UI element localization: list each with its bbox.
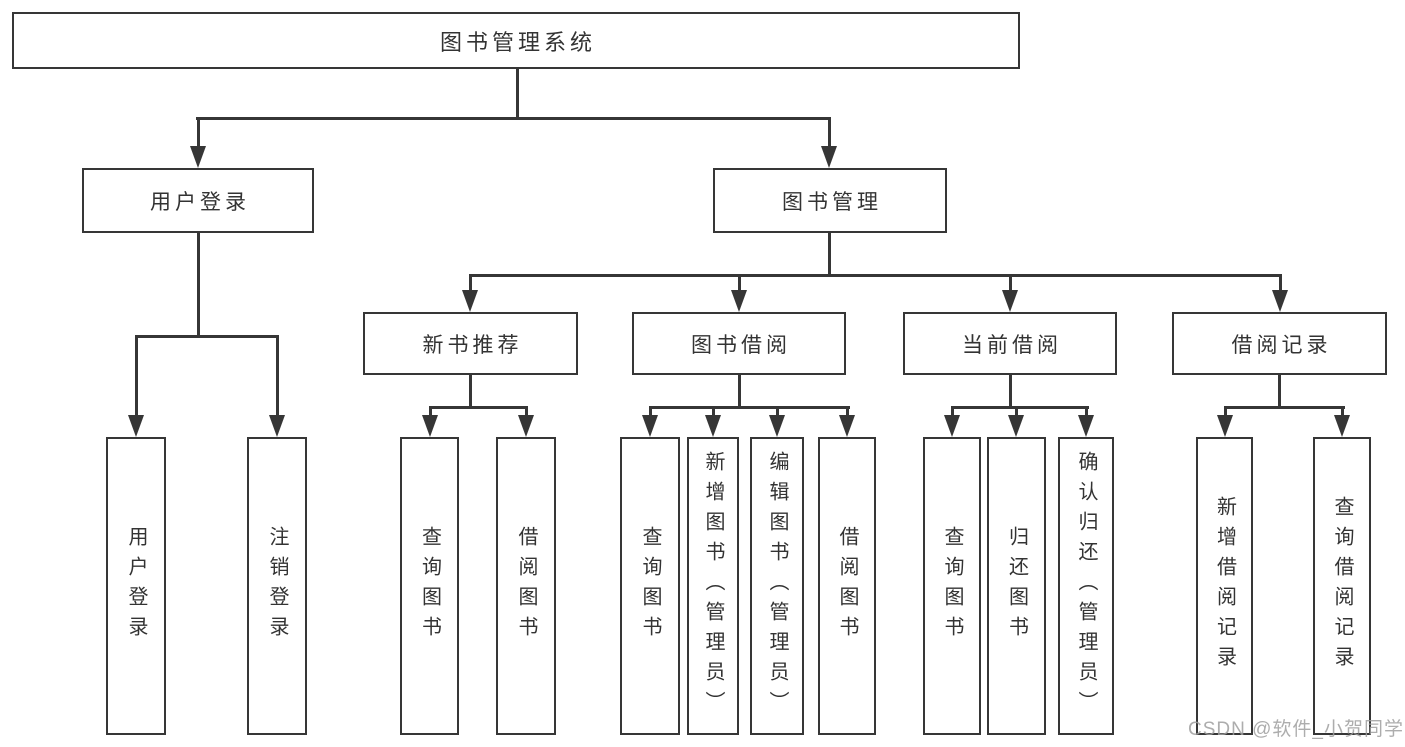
node-return-books: 归还图书 [987,437,1046,735]
node-borrow-books-recommend: 借阅图书 [496,437,556,735]
node-user-login-group: 用户登录 [82,168,314,233]
node-label: 新增图书（管理员） [702,451,724,721]
connector-root-bus [196,117,831,120]
node-label: 图书管理 [782,190,882,214]
node-label: 新书推荐 [422,333,523,357]
connector-arrow-shaft [196,117,200,150]
connector-arrow-shaft [1008,274,1012,294]
node-label: 借阅记录 [1231,333,1332,357]
node-user-login: 用户登录 [106,437,166,735]
node-borrow-books: 借阅图书 [818,437,876,735]
node-add-books-admin: 新增图书（管理员） [687,437,739,735]
node-label: 图书管理系统 [439,29,596,55]
node-edit-books-admin: 编辑图书（管理员） [750,437,804,735]
connector-arrow-shaft [275,335,279,417]
arrow-down-icon [1078,415,1094,437]
node-label: 查询借阅记录 [1331,496,1353,676]
node-label: 用户登录 [150,190,250,214]
node-label: 归还图书 [1005,526,1028,646]
connector-arrow-shaft [775,406,779,418]
connector-arrow-shaft [134,335,138,417]
connector-root-stub [516,68,519,118]
arrow-down-icon [128,415,144,437]
node-label: 借阅图书 [836,526,858,646]
connector-arrow-shaft [1278,274,1282,294]
connector-arrow-shaft [1014,406,1018,418]
node-query-books-current: 查询图书 [923,437,981,735]
arrow-down-icon [1217,415,1233,437]
connector-user-login-stub [196,233,200,337]
arrow-down-icon [1008,415,1024,437]
node-label: 新增借阅记录 [1213,496,1236,676]
connector-arrow-shaft [950,406,954,418]
connector-arrow-shaft [428,406,432,418]
connector-stub [737,375,741,407]
arrow-down-icon [642,415,658,437]
connector-book-mgmt-stub [827,233,831,276]
node-label: 借阅图书 [515,526,537,646]
arrow-down-icon [190,146,206,168]
node-library-management-system: 图书管理系统 [12,12,1020,69]
connector-bus [648,406,850,409]
node-label: 用户登录 [125,526,147,646]
arrow-down-icon [462,290,478,312]
connector-bus [1223,406,1345,409]
node-book-borrowing: 图书借阅 [632,312,846,375]
connector-user-login-bus [134,335,279,338]
arrow-down-icon [821,146,837,168]
connector-arrow-shaft [711,406,715,418]
arrow-down-icon [944,415,960,437]
arrow-down-icon [839,415,855,437]
node-label: 查询图书 [418,526,441,646]
arrow-down-icon [518,415,534,437]
arrow-down-icon [731,290,747,312]
connector-arrow-shaft [524,406,528,418]
connector-book-mgmt-bus [468,274,1282,277]
arrow-down-icon [1272,290,1288,312]
node-book-management: 图书管理 [713,168,947,233]
node-add-borrow-record: 新增借阅记录 [1196,437,1253,735]
connector-arrow-shaft [1223,406,1227,418]
connector-arrow-shaft [468,274,472,294]
connector-arrow-shaft [845,406,849,418]
node-query-books-borrowing: 查询图书 [620,437,680,735]
arrow-down-icon [269,415,285,437]
connector-stub [1278,375,1281,407]
arrow-down-icon [1002,290,1018,312]
node-current-borrowing: 当前借阅 [903,312,1117,375]
connector-arrow-shaft [1084,406,1088,418]
connector-arrow-shaft [648,406,652,418]
connector-stub [1008,375,1012,407]
arrow-down-icon [1334,415,1350,437]
arrow-down-icon [769,415,785,437]
node-label: 注销登录 [266,526,288,646]
node-label: 图书借阅 [691,333,791,357]
node-new-book-recommendation: 新书推荐 [363,312,578,375]
node-query-borrow-record: 查询借阅记录 [1313,437,1371,735]
node-query-books-recommend: 查询图书 [400,437,459,735]
node-label: 编辑图书（管理员） [766,451,788,721]
csdn-watermark: CSDN @软件_小贺同学 [1188,719,1404,740]
node-confirm-return-admin: 确认归还（管理员） [1058,437,1114,735]
connector-arrow-shaft [827,117,831,150]
connector-arrow-shaft [737,274,741,294]
node-label: 当前借阅 [962,333,1062,357]
connector-bus [950,406,1089,409]
connector-arrow-shaft [1340,406,1344,418]
arrow-down-icon [705,415,721,437]
node-label: 确认归还（管理员） [1075,451,1097,721]
node-logout: 注销登录 [247,437,307,735]
connector-bus [428,406,528,409]
arrow-down-icon [422,415,438,437]
connector-stub [469,375,472,407]
node-borrowing-records: 借阅记录 [1172,312,1387,375]
node-label: 查询图书 [941,526,963,646]
node-label: 查询图书 [639,526,661,646]
